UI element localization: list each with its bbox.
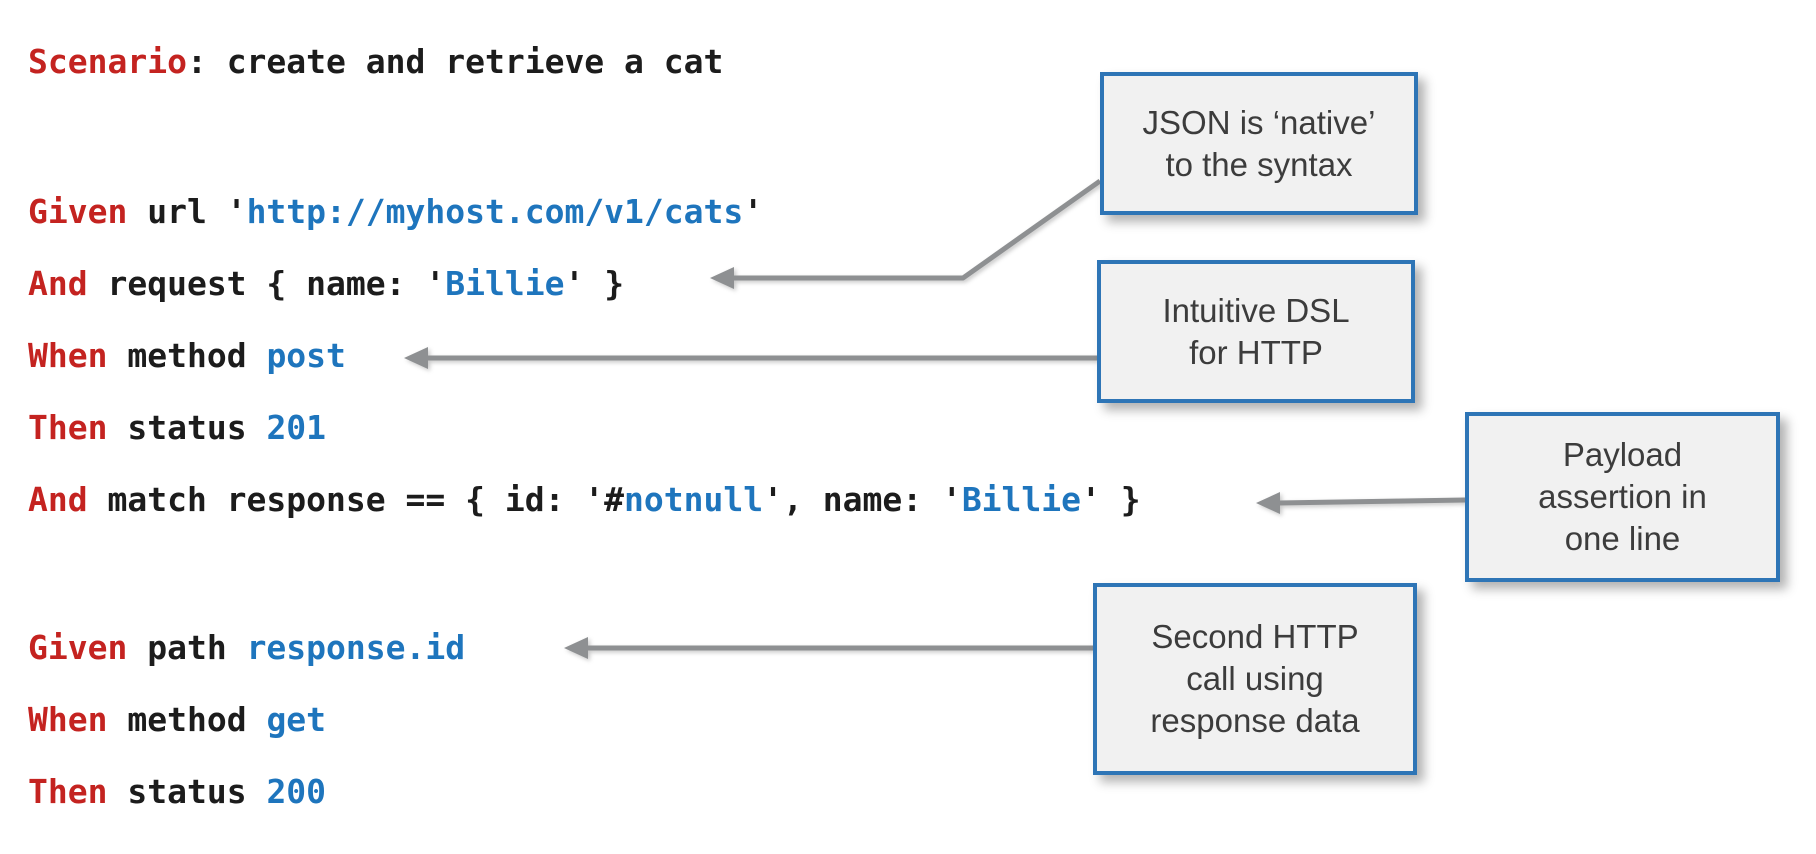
- callout-second-http-call: Second HTTP call using response data: [1093, 583, 1417, 775]
- code-segment: 201: [266, 408, 327, 447]
- code-line-given-path: Given path response.id: [28, 626, 465, 670]
- code-segment: ' }: [564, 264, 625, 303]
- code-segment: ': [743, 192, 764, 231]
- callout-intuitive-dsl: Intuitive DSL for HTTP: [1097, 260, 1415, 403]
- code-segment: And: [28, 264, 88, 303]
- code-segment: ' }: [1081, 480, 1141, 519]
- code-segment: Then: [28, 408, 108, 447]
- code-segment: Billie: [961, 480, 1082, 519]
- code-segment: status: [107, 408, 267, 447]
- code-segment: Scenario: [28, 42, 187, 81]
- code-segment: Given: [28, 192, 128, 231]
- code-line-when-post: When method post: [28, 334, 346, 378]
- code-line-when-get: When method get: [28, 698, 326, 742]
- code-segment: status: [107, 772, 267, 811]
- code-segment: notnull: [624, 480, 764, 519]
- code-segment: When: [28, 700, 108, 739]
- code-segment: get: [266, 700, 327, 739]
- code-line-and-match: And match response == { id: '#notnull', …: [28, 478, 1141, 522]
- code-line-and-request: And request { name: 'Billie' }: [28, 262, 624, 306]
- code-segment: And: [28, 480, 88, 519]
- code-segment: post: [266, 336, 346, 375]
- code-segment: Given: [28, 628, 128, 667]
- arrow-intuitive-dsl-icon: [404, 347, 1097, 369]
- code-segment: : create and retrieve a cat: [186, 42, 724, 81]
- code-segment: Then: [28, 772, 108, 811]
- code-line-then-200: Then status 200: [28, 770, 326, 814]
- arrow-second-call-icon: [564, 637, 1093, 659]
- code-segment: request { name: ': [87, 264, 446, 303]
- code-segment: path: [127, 628, 247, 667]
- callout-json-native: JSON is ‘native’ to the syntax: [1100, 72, 1418, 215]
- code-segment: match response == { id: '#: [87, 480, 625, 519]
- code-segment: When: [28, 336, 108, 375]
- arrow-payload-assertion-icon: [1256, 492, 1466, 514]
- code-segment: response.id: [246, 628, 466, 667]
- code-line-given-url: Given url 'http://myhost.com/v1/cats': [28, 190, 763, 234]
- code-segment: url ': [127, 192, 247, 231]
- code-segment: 200: [266, 772, 327, 811]
- callout-payload-assertion: Payload assertion in one line: [1465, 412, 1780, 582]
- code-line-then-201: Then status 201: [28, 406, 326, 450]
- code-segment: method: [107, 700, 267, 739]
- code-segment: method: [107, 336, 267, 375]
- code-segment: http://myhost.com/v1/cats: [246, 192, 744, 231]
- code-line-scenario: Scenario: create and retrieve a cat: [28, 40, 723, 84]
- arrow-json-native-icon: [710, 178, 1102, 289]
- code-segment: ', name: ': [763, 480, 962, 519]
- code-segment: Billie: [445, 264, 565, 303]
